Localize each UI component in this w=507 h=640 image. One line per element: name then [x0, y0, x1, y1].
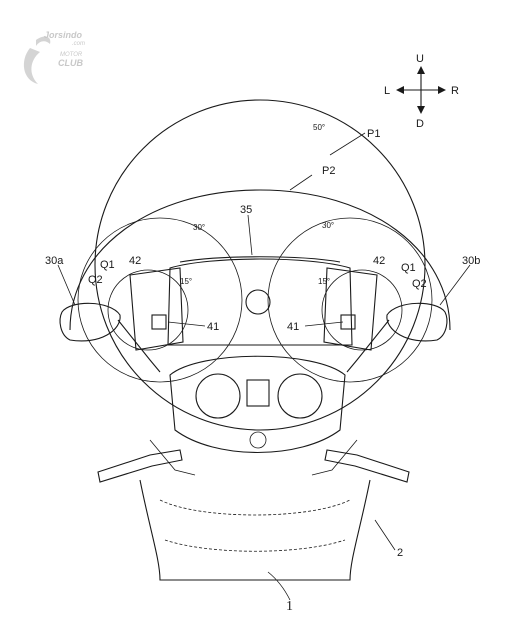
mirror-field-right [267, 217, 433, 383]
handlebar-left [97, 449, 183, 483]
inner-field-right [321, 269, 403, 351]
handlebar-right [324, 449, 410, 483]
field-curve-p2 [69, 189, 451, 331]
label-q1-right: Q1 [401, 262, 416, 274]
mirror-field-left [77, 217, 243, 383]
part-41-right [340, 314, 356, 330]
windscreen [179, 256, 341, 263]
watermark-domain: .com [72, 41, 85, 47]
compass-left-label: L [384, 85, 390, 97]
gauge-right [277, 373, 323, 419]
label-42-left: 42 [129, 255, 141, 267]
leg-shield [139, 479, 371, 581]
inner-field-left [107, 269, 189, 351]
angle-left-outer: 30° [193, 223, 205, 232]
direction-compass: U D L R [384, 53, 459, 130]
label-q1-left: Q1 [100, 259, 115, 271]
label-2: 2 [397, 547, 403, 559]
watermark-brand: Jorsindo [44, 30, 83, 40]
field-circle-p1 [94, 99, 426, 431]
meter-housing-right [323, 267, 378, 351]
label-41-left: 41 [207, 321, 219, 333]
watermark-logo: Jorsindo .com MOTOR CLUB [23, 30, 85, 84]
lever-right [311, 439, 358, 476]
mirror-stem-right [346, 319, 390, 373]
compass-right-label: R [451, 85, 459, 97]
label-q2-right: Q2 [412, 278, 427, 290]
cluster-body [169, 355, 346, 454]
compass-up-label: U [416, 53, 424, 65]
label-q2-left: Q2 [88, 274, 103, 286]
label-35: 35 [240, 204, 252, 216]
label-p1: P1 [367, 128, 380, 140]
label-1: 1 [286, 599, 293, 614]
front-body [139, 479, 371, 581]
angle-right-outer: 30° [322, 221, 334, 230]
angle-p1-label: 50° [313, 123, 325, 132]
instrument-cluster [169, 355, 346, 454]
angle-right-inner: 15° [318, 277, 330, 286]
angle-left-inner: 15° [180, 277, 192, 286]
right-mirror-assembly [323, 267, 448, 373]
watermark-line2: CLUB [58, 58, 83, 68]
compass-down-label: D [416, 118, 424, 130]
meter-housing-left [129, 267, 184, 351]
label-30a: 30a [45, 255, 64, 267]
left-mirror-assembly [59, 267, 184, 373]
center-display [246, 379, 270, 407]
watermark-line1: MOTOR [60, 52, 83, 58]
label-41-right: 41 [287, 321, 299, 333]
mirror-30a [59, 302, 121, 342]
windscreen-body [167, 258, 353, 346]
visual-field-circles [69, 99, 451, 431]
mirror-stem-left [117, 319, 161, 373]
lever-left [149, 439, 196, 476]
label-30b: 30b [462, 255, 480, 267]
center-knob [245, 289, 271, 315]
label-p2: P2 [322, 165, 335, 177]
mirror-30b [386, 302, 448, 342]
leader-lines [57, 132, 471, 601]
key-slot [249, 431, 267, 449]
part-41-left [151, 314, 167, 330]
label-42-right: 42 [373, 255, 385, 267]
gauge-left [195, 373, 241, 419]
handlebars [97, 439, 410, 483]
